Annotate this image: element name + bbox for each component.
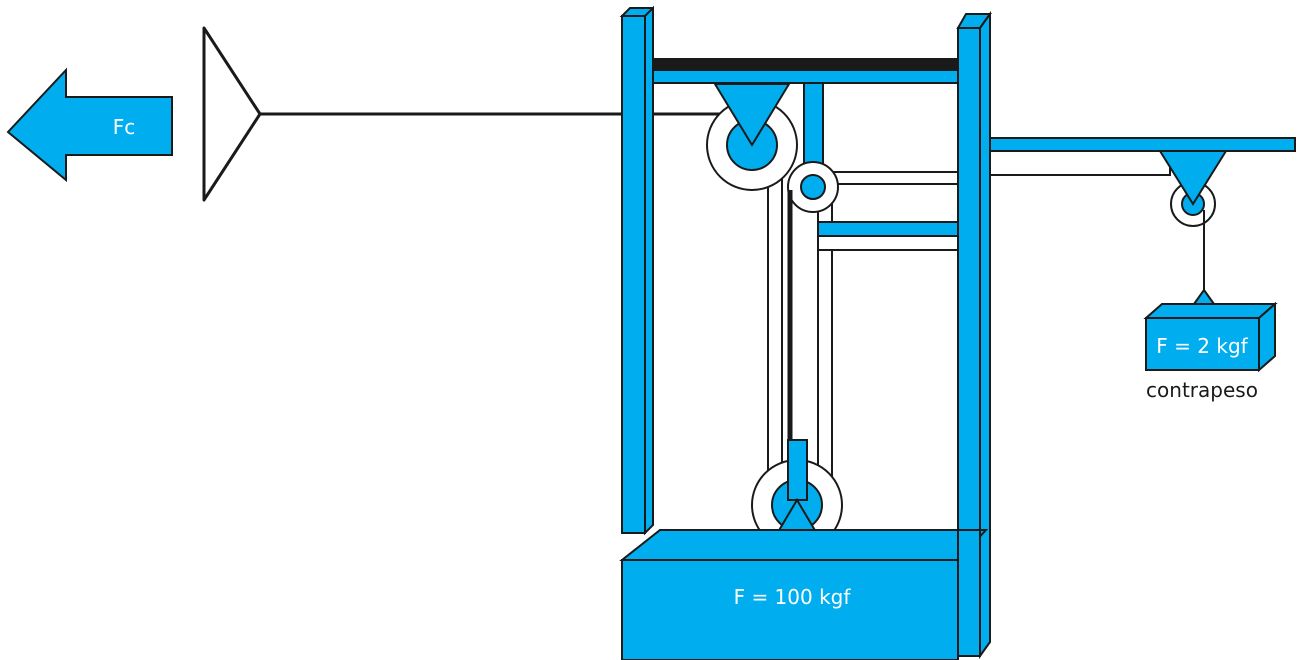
inner-blue-bar	[817, 221, 959, 237]
inner-frame-bar-left	[767, 149, 783, 501]
counterweight-caption: contrapeso	[1146, 378, 1258, 402]
right-post-front	[957, 529, 981, 657]
main-weight-block: F = 100 kgf	[619, 529, 989, 660]
top-pulley	[706, 83, 798, 191]
counterweight-pulley	[1158, 150, 1228, 227]
top-beam-dark	[653, 58, 958, 70]
main-weight-label: F = 100 kgf	[734, 585, 852, 609]
small-upper-pulley	[787, 161, 839, 213]
counterweight-arm-shadow	[989, 150, 1171, 176]
counterweight-arm	[989, 137, 1296, 152]
inner-frame-bar-top	[817, 171, 959, 185]
force-arrow-label: Fc	[113, 115, 136, 139]
force-arrow: Fc	[6, 67, 173, 183]
force-arrow-shape	[6, 67, 173, 183]
right-post	[956, 10, 992, 660]
left-post	[619, 5, 654, 536]
inner-frame-bar-low	[817, 235, 959, 251]
hook-triangle	[202, 26, 262, 202]
top-beam	[652, 69, 959, 84]
counterweight-block: F = 2 kgf	[1143, 301, 1278, 373]
counterweight-label: F = 2 kgf	[1156, 334, 1248, 358]
counterweight-hook	[1192, 288, 1216, 305]
lower-pulley	[751, 439, 843, 551]
